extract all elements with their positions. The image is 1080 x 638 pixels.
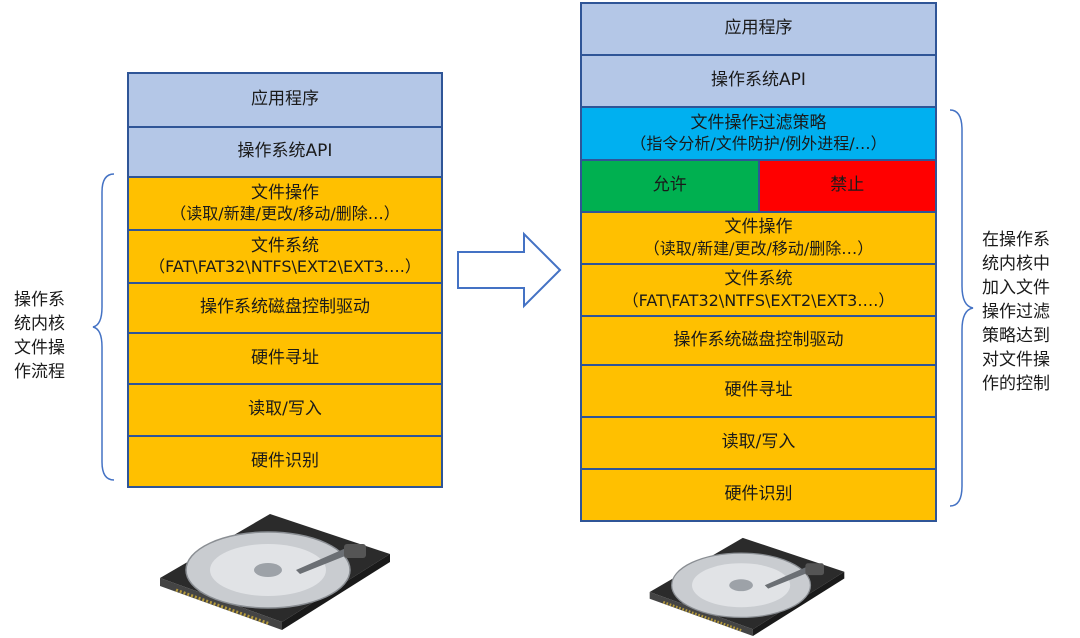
left-layer-hardware-identification: 硬件识别 [129,437,441,486]
left-layer-file-system: 文件系统 （FAT\FAT32\NTFS\EXT2\EXT3….） [129,231,441,284]
layer-title: 文件系统 [251,235,319,256]
left-brace-label: 操作系 统内核 文件操 作流程 [14,290,65,382]
layer-title: 操作系统磁盘控制驱动 [200,297,370,318]
right-layer-disk-driver: 操作系统磁盘控制驱动 [582,317,935,366]
layer-title: 读取/写入 [248,399,322,420]
layer-title: 硬件识别 [251,450,319,471]
layer-title: 文件操作过滤策略 [690,112,827,133]
left-layer-disk-driver: 操作系统磁盘控制驱动 [129,284,441,334]
layer-title: 应用程序 [251,89,319,110]
layer-subtitle: （FAT\FAT32\NTFS\EXT2\EXT3….） [149,257,421,277]
left-layer-file-operation: 文件操作 （读取/新建/更改/移动/删除…） [129,178,441,231]
layer-title: 文件操作 [251,182,319,203]
left-stack: 应用程序 操作系统API 文件操作 （读取/新建/更改/移动/删除…） 文件系统… [127,72,443,488]
right-layer-application: 应用程序 [582,4,935,56]
layer-subtitle: （FAT\FAT32\NTFS\EXT2\EXT3….） [622,290,895,310]
right-brace-label: 在操作系 统内核中 加入文件 操作过滤 策略达到 对文件操 作的控制 [982,230,1050,394]
right-layer-file-operation: 文件操作 （读取/新建/更改/移动/删除…） [582,213,935,265]
hard-disk-drive-icon [160,514,390,630]
left-layer-read-write: 读取/写入 [129,385,441,437]
layer-title: 应用程序 [724,18,793,39]
layer-subtitle: （读取/新建/更改/移动/删除…） [170,204,400,224]
left-brace [92,173,115,481]
layer-title: 读取/写入 [721,432,796,453]
right-layer-file-system: 文件系统 （FAT\FAT32\NTFS\EXT2\EXT3….） [582,265,935,317]
right-layer-decision: 允许 禁止 [582,161,935,213]
right-brace [949,109,974,507]
right-layer-filter-policy: 文件操作过滤策略 （指令分析/文件防护/例外进程/…） [582,108,935,161]
layer-title: 操作系统磁盘控制驱动 [673,329,844,350]
layer-title: 文件系统 [724,269,793,290]
layer-title: 硬件寻址 [724,380,793,401]
left-layer-os-api: 操作系统API [129,128,441,178]
right-layer-hardware-identification: 硬件识别 [582,470,935,520]
layer-subtitle: （指令分析/文件防护/例外进程/…） [630,134,887,154]
allow-cell: 允许 [582,161,760,211]
right-stack: 应用程序 操作系统API 文件操作过滤策略 （指令分析/文件防护/例外进程/…）… [580,2,937,522]
arrow-right-icon [457,231,562,309]
deny-cell: 禁止 [759,161,935,211]
layer-title: 操作系统API [237,141,333,162]
layer-title: 文件操作 [724,217,793,238]
layer-title: 硬件寻址 [251,347,319,368]
hard-disk-drive-icon [649,537,845,636]
right-layer-os-api: 操作系统API [582,56,935,108]
layer-subtitle: （读取/新建/更改/移动/删除…） [643,238,874,258]
right-layer-hardware-addressing: 硬件寻址 [582,366,935,418]
layer-title: 硬件识别 [724,484,793,505]
right-layer-read-write: 读取/写入 [582,418,935,470]
layer-title: 操作系统API [711,70,806,91]
left-layer-application: 应用程序 [129,74,441,128]
left-layer-hardware-addressing: 硬件寻址 [129,334,441,385]
